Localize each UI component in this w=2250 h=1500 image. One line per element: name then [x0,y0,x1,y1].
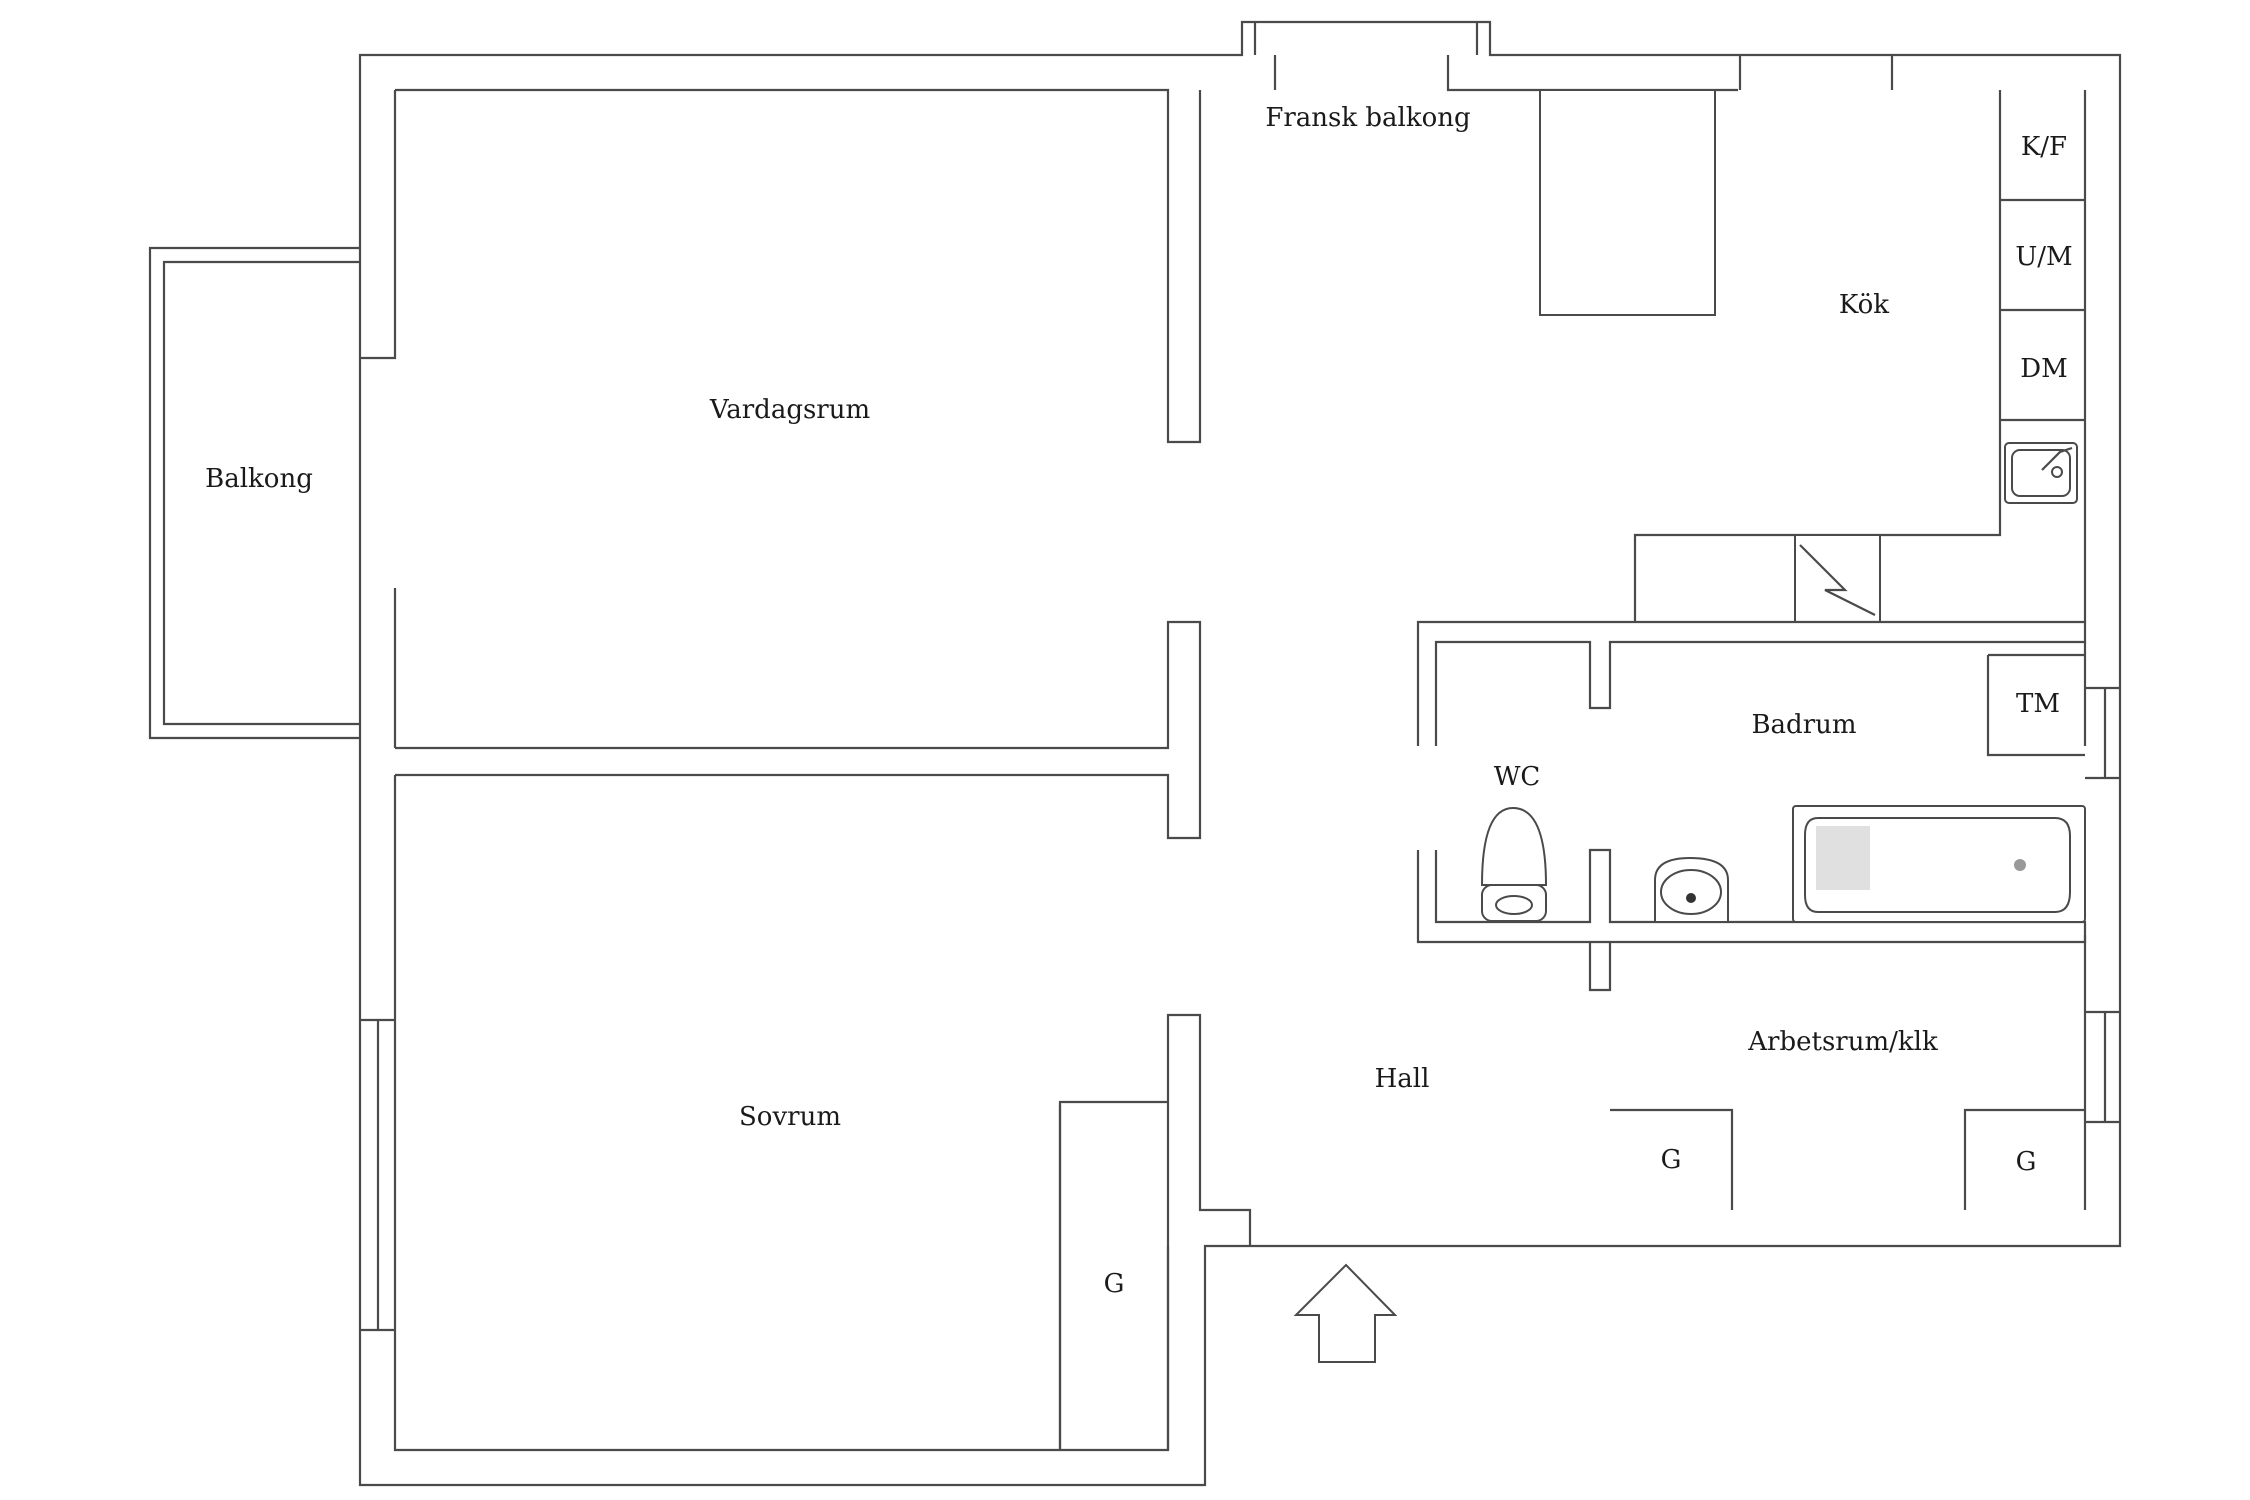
bedroom-hall-walls [360,1013,1252,1450]
room-label-fransk-balkong: Fransk balkong [1265,103,1470,133]
room-label-hall: Hall [1375,1064,1430,1094]
bathroom-sink-icon [1654,856,1729,923]
room-label-arbetsrum: Arbetsrum/klk [1747,1027,1938,1057]
label-washing-machine: TM [2016,689,2060,719]
room-label-vardagsrum: Vardagsrum [709,395,870,425]
room-label-badrum: Badrum [1751,710,1856,740]
balcony-outline [148,246,360,740]
outer-walls [358,20,2122,1487]
room-label-balkong: Balkong [205,464,313,494]
office-wardrobes [1610,1108,2085,1210]
living-room-walls [395,88,1202,840]
chimney-box [1794,534,1881,623]
label-dishwasher: DM [2020,354,2067,384]
label-wardrobe-office-left: G [1661,1145,1682,1175]
label-oven-microwave: U/M [2015,242,2072,272]
label-wardrobe-bedroom: G [1104,1269,1125,1299]
chimney-symbol-icon [1799,544,1876,616]
bathroom-walls [1416,620,2120,1124]
room-label-kok: Kök [1839,290,1889,320]
kitchen-sink-icon [2004,442,2078,504]
label-fridge-freezer: K/F [2021,132,2067,162]
label-wardrobe-office-right: G [2016,1147,2037,1177]
bathtub-icon [1792,805,2086,923]
toilet-icon [1480,806,1548,922]
room-label-wc: WC [1494,762,1541,792]
room-label-sovrum: Sovrum [739,1102,841,1132]
kitchen-walls [1539,89,2085,623]
entrance-arrow-icon [1293,1263,1398,1363]
kitchen-table [1539,89,1716,316]
